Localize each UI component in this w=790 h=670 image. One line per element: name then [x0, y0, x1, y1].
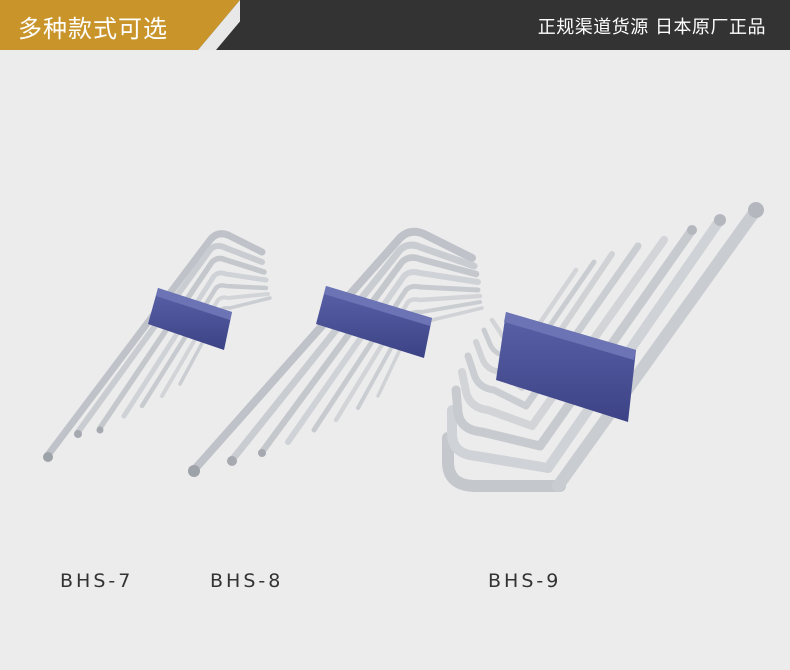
model-label-bhs-9: BHS-9	[488, 570, 562, 592]
header-title: 多种款式可选	[18, 15, 168, 43]
header-tagline: 正规渠道货源 日本原厂正品	[537, 17, 766, 38]
model-label-bhs-8: BHS-8	[210, 570, 284, 592]
header-tab: 多种款式可选	[0, 0, 240, 50]
product-set-bhs-7	[43, 230, 272, 462]
model-label-bhs-7: BHS-7	[60, 570, 134, 592]
product-photo	[43, 202, 764, 492]
product-set-bhs-8	[188, 227, 484, 477]
header-bar: 多种款式可选 正规渠道货源 日本原厂正品	[0, 0, 790, 50]
product-set-bhs-9	[442, 202, 764, 492]
